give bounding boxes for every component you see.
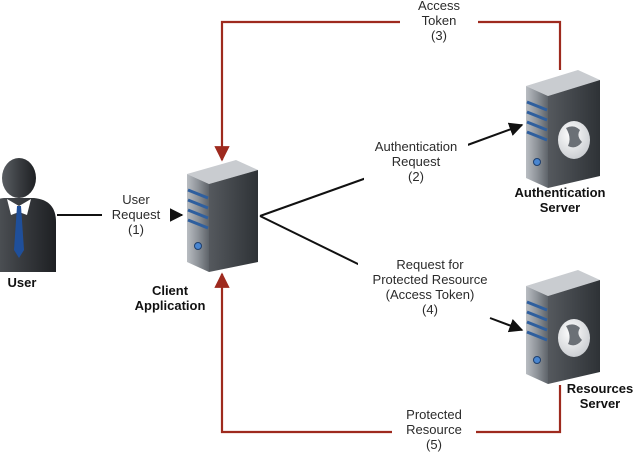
auth-request-label: Authentication Request (2)	[364, 139, 468, 184]
user-request-label-line: User	[122, 192, 150, 207]
access-token-label-line: Token	[421, 13, 457, 28]
user-request-label-line: Request	[111, 207, 161, 222]
protected-resource-label-line: Protected	[406, 407, 462, 422]
client-application-label-line: Application	[134, 298, 206, 313]
auth-request-label-line: (2)	[408, 169, 424, 184]
user-request-label-line: (1)	[128, 222, 144, 237]
protected-resource-label: Protected Resource (5)	[392, 407, 476, 452]
resource-request-label-line: (Access Token)	[385, 287, 475, 302]
auth-request-label-line: Authentication	[374, 139, 458, 154]
resource-request-arrow	[489, 317, 524, 333]
access-token-label-line: Access	[418, 0, 460, 13]
user-label: User	[0, 275, 44, 290]
resource-request-line	[259, 215, 361, 266]
person-icon	[0, 158, 56, 272]
client-application-label: Client Application	[125, 283, 215, 313]
authentication-server-label-line: Authentication	[514, 185, 606, 200]
resources-server-label-line: Server	[579, 396, 621, 411]
protected-resource-arrow	[214, 272, 562, 434]
resource-request-label-line: (4)	[422, 302, 438, 317]
access-token-label-line: (3)	[431, 28, 447, 43]
protected-resource-label-line: (5)	[426, 437, 442, 452]
client-application-label-line: Client	[151, 283, 189, 298]
auth-request-arrow	[461, 122, 524, 148]
auth-request-label-line: Request	[391, 154, 441, 169]
resource-request-label-line: Protected Resource	[372, 272, 488, 287]
server-icon	[187, 160, 258, 272]
authentication-server-label: Authentication Server	[505, 185, 615, 215]
access-token-label: Access Token (3)	[400, 0, 478, 43]
user-request-label: User Request (1)	[102, 192, 170, 237]
user-label-text: User	[7, 275, 37, 290]
authentication-server-label-line: Server	[539, 200, 581, 215]
globe-server-icon	[526, 270, 600, 384]
resources-server-label-line: Resources	[566, 381, 634, 396]
resources-server-label: Resources Server	[560, 381, 640, 411]
resource-request-label-line: Request for	[396, 257, 464, 272]
resource-request-label: Request for Protected Resource (Access T…	[358, 257, 502, 317]
access-token-arrow	[214, 20, 562, 162]
auth-request-line	[259, 175, 373, 217]
protected-resource-label-line: Resource	[406, 422, 462, 437]
globe-server-icon	[526, 70, 600, 188]
